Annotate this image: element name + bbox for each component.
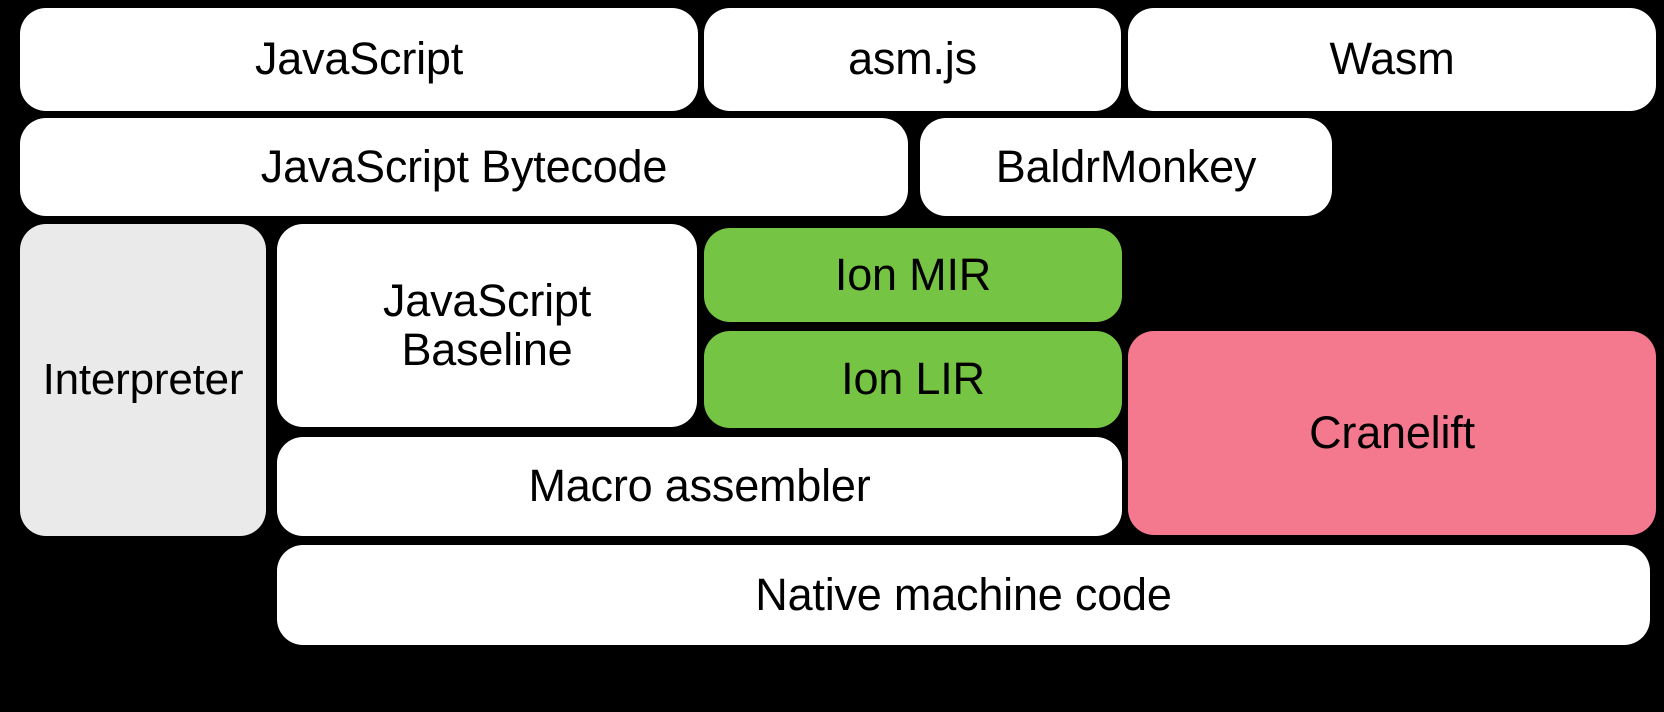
node-wasm[interactable]: Wasm [1128, 8, 1656, 111]
node-native-machine-code[interactable]: Native machine code [277, 545, 1650, 645]
node-javascript[interactable]: JavaScript [20, 8, 698, 111]
node-javascript-baseline[interactable]: JavaScript Baseline [277, 224, 697, 427]
node-ion-mir[interactable]: Ion MIR [704, 228, 1122, 322]
node-ion-lir[interactable]: Ion LIR [704, 331, 1122, 428]
node-macro-assembler[interactable]: Macro assembler [277, 437, 1122, 536]
node-javascript-bytecode[interactable]: JavaScript Bytecode [20, 118, 908, 216]
node-interpreter[interactable]: Interpreter [20, 224, 266, 536]
node-asmjs[interactable]: asm.js [704, 8, 1121, 111]
node-cranelift[interactable]: Cranelift [1128, 331, 1656, 535]
node-baldrmonkey[interactable]: BaldrMonkey [920, 118, 1332, 216]
